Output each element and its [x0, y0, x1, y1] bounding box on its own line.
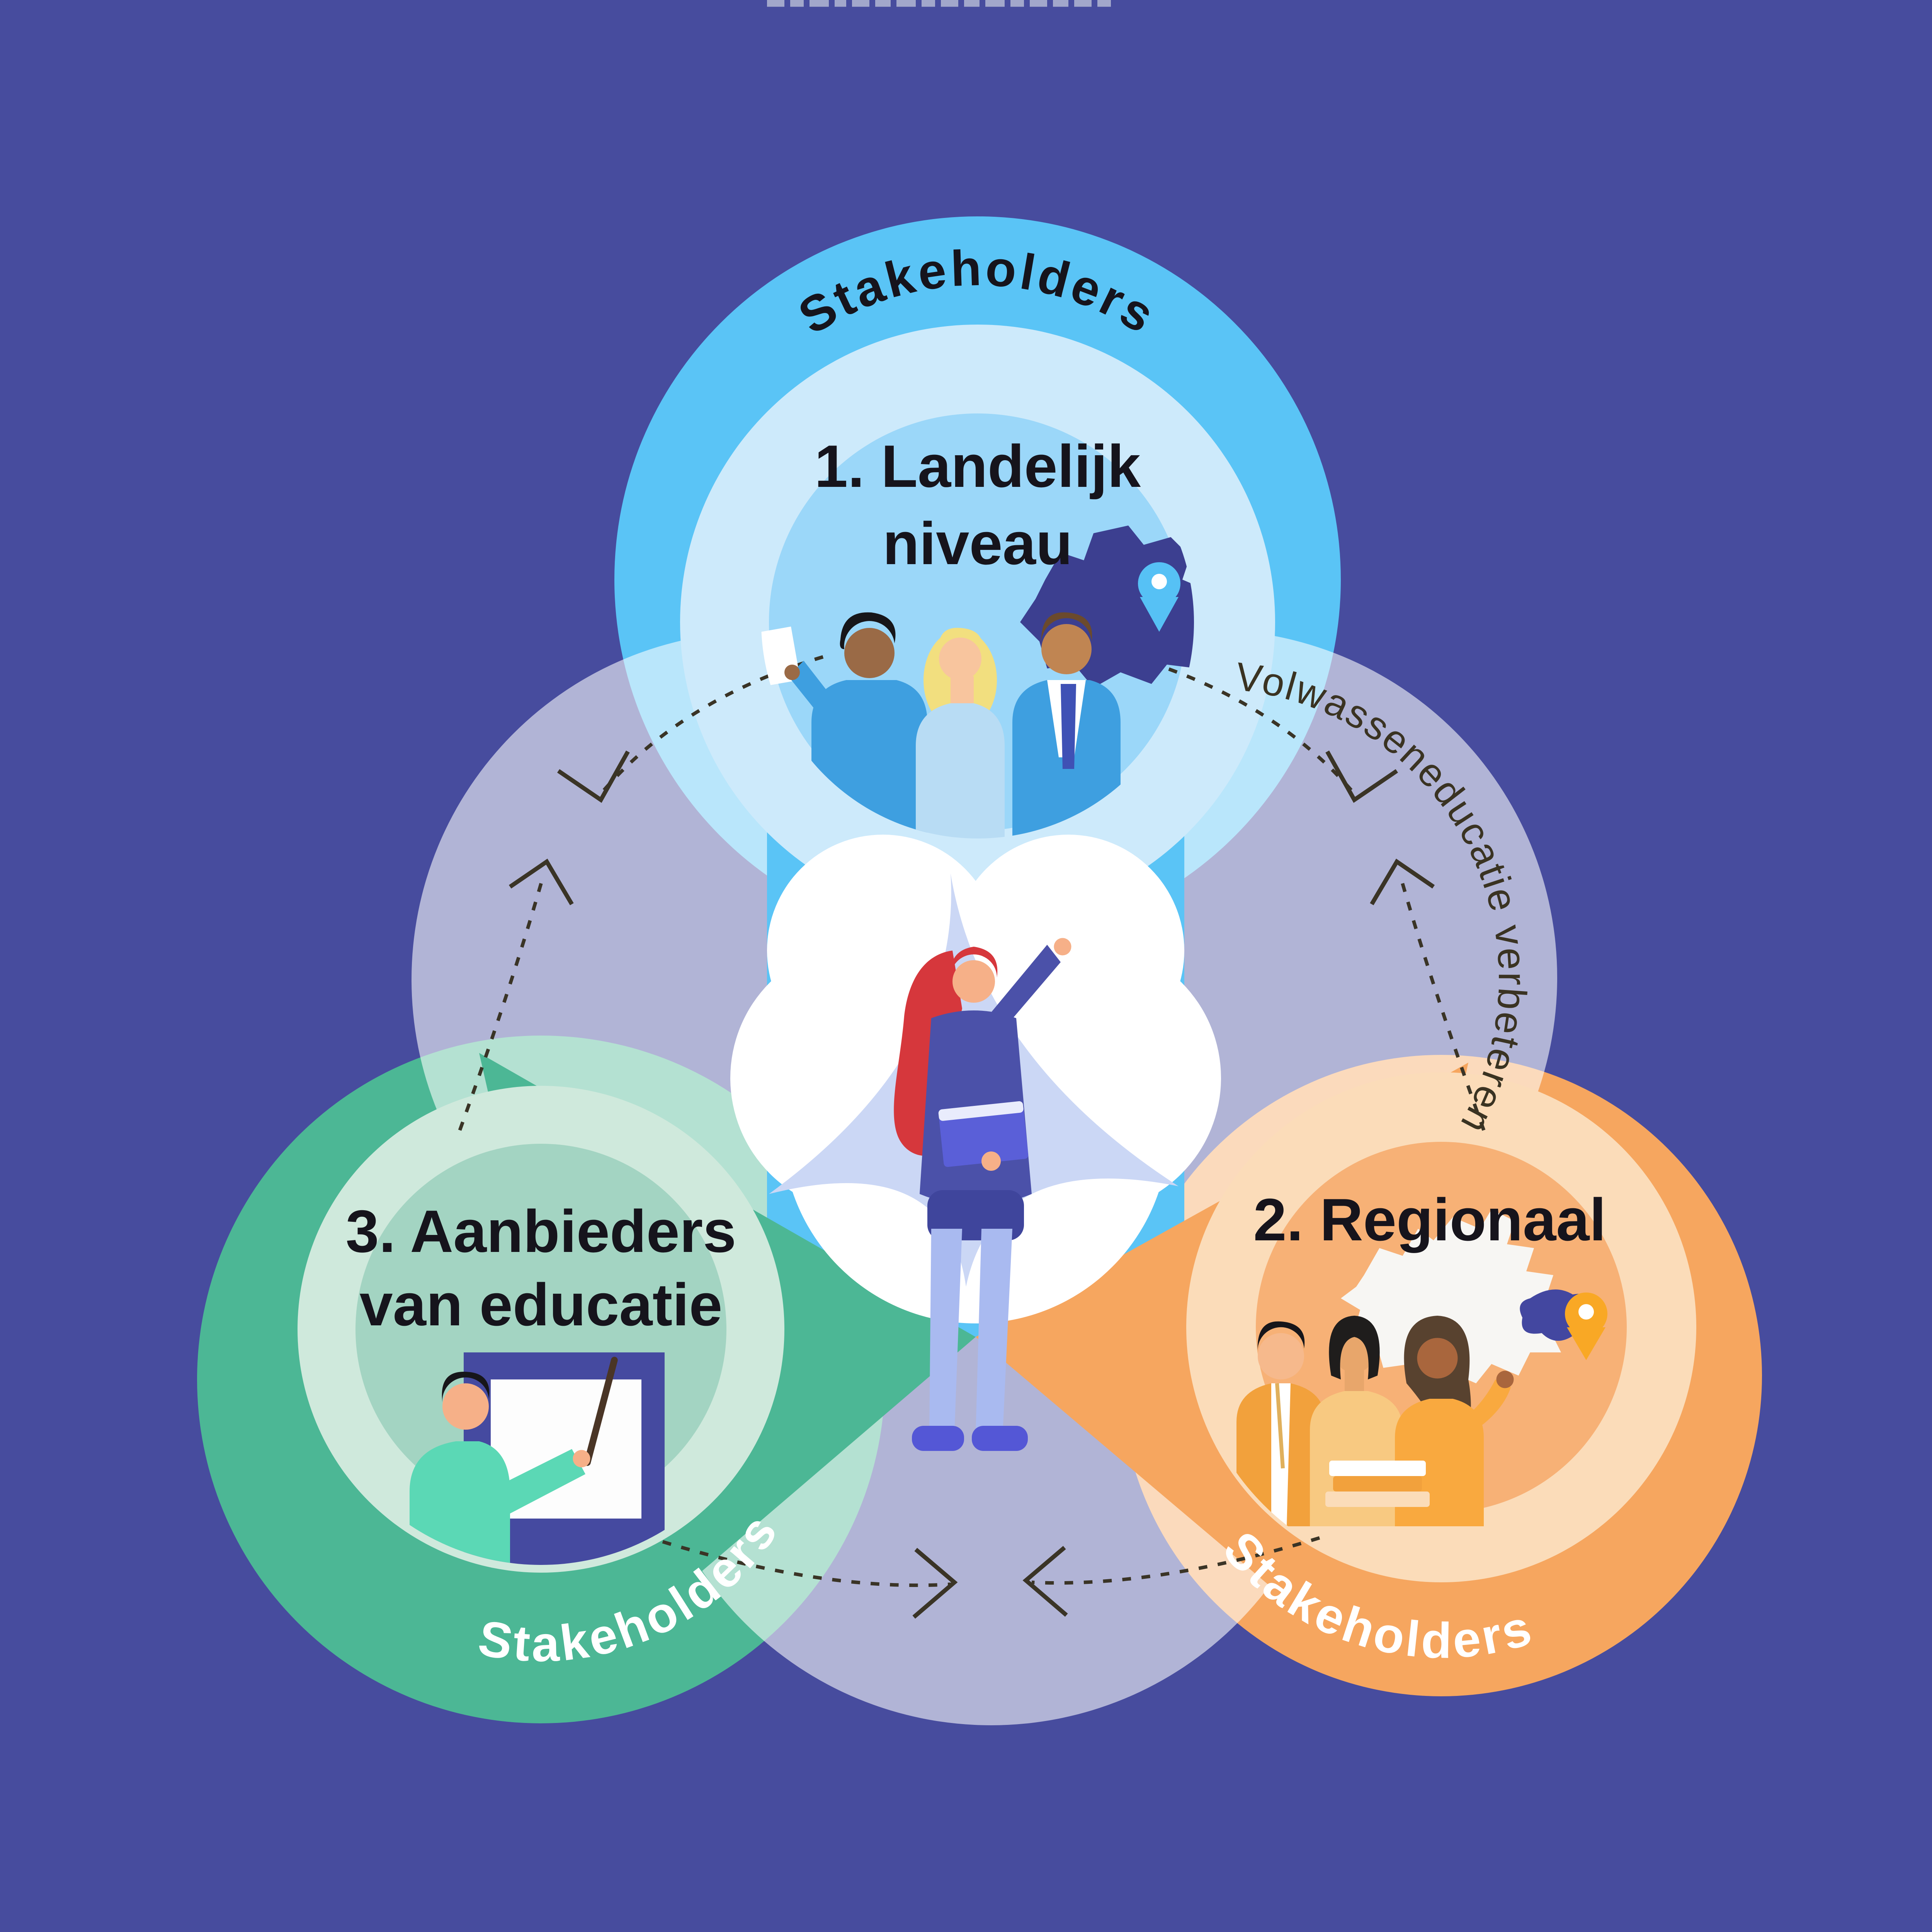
- arrow-right-to-left-arc: [1031, 1536, 1320, 1585]
- location-pin-icon: [1138, 562, 1180, 632]
- center-illustration: [730, 835, 1221, 1451]
- pointer-stick-icon: [584, 1357, 618, 1466]
- arrow-left-to-right-head: [912, 1548, 958, 1619]
- arrow-right-to-left-head: [1022, 1546, 1068, 1617]
- landelijk-title-line1: 1. Landelijk: [815, 433, 1141, 500]
- arrow-right-to-top-head: [1370, 859, 1435, 905]
- aanbieders-illustration: [410, 1352, 665, 1565]
- region-map-icon: [1341, 1209, 1569, 1387]
- arrow-top-to-right-head: [1325, 750, 1398, 803]
- regionaal-title-line1: 2. Regionaal: [1253, 1186, 1606, 1253]
- book-icon: [938, 1101, 1029, 1167]
- cropped-heading-fragments: [767, 0, 1111, 7]
- person-official-right: [1012, 612, 1121, 838]
- shoe-right: [972, 1426, 1028, 1451]
- arrow-right-to-top-arc: [1399, 876, 1486, 1131]
- books-stack-icon: [1325, 1461, 1430, 1507]
- location-pin-icon: [1565, 1293, 1607, 1360]
- arrow-left-to-right-arc: [662, 1540, 951, 1587]
- cycle-arrows: [458, 655, 1486, 1619]
- shoe-left: [912, 1426, 964, 1451]
- arrow-top-to-left-head: [557, 750, 630, 803]
- aanbieders-title-line2: van educatie: [359, 1271, 722, 1338]
- teacher-figure: [410, 1357, 618, 1565]
- regionaal-illustration: [1236, 1209, 1607, 1526]
- person-regional-left: [1236, 1321, 1325, 1526]
- aanbieders-title-line1: 3. Aanbieders: [346, 1198, 736, 1265]
- landelijk-title-line2: niveau: [883, 510, 1072, 577]
- arrow-left-to-top-head: [509, 859, 574, 905]
- arrow-top-to-right-arc: [1131, 655, 1358, 797]
- center-figure: [894, 938, 1071, 1451]
- person-official-center: [916, 628, 1005, 838]
- landelijk-illustration: [761, 526, 1194, 838]
- arrow-left-to-top-arc: [458, 876, 545, 1131]
